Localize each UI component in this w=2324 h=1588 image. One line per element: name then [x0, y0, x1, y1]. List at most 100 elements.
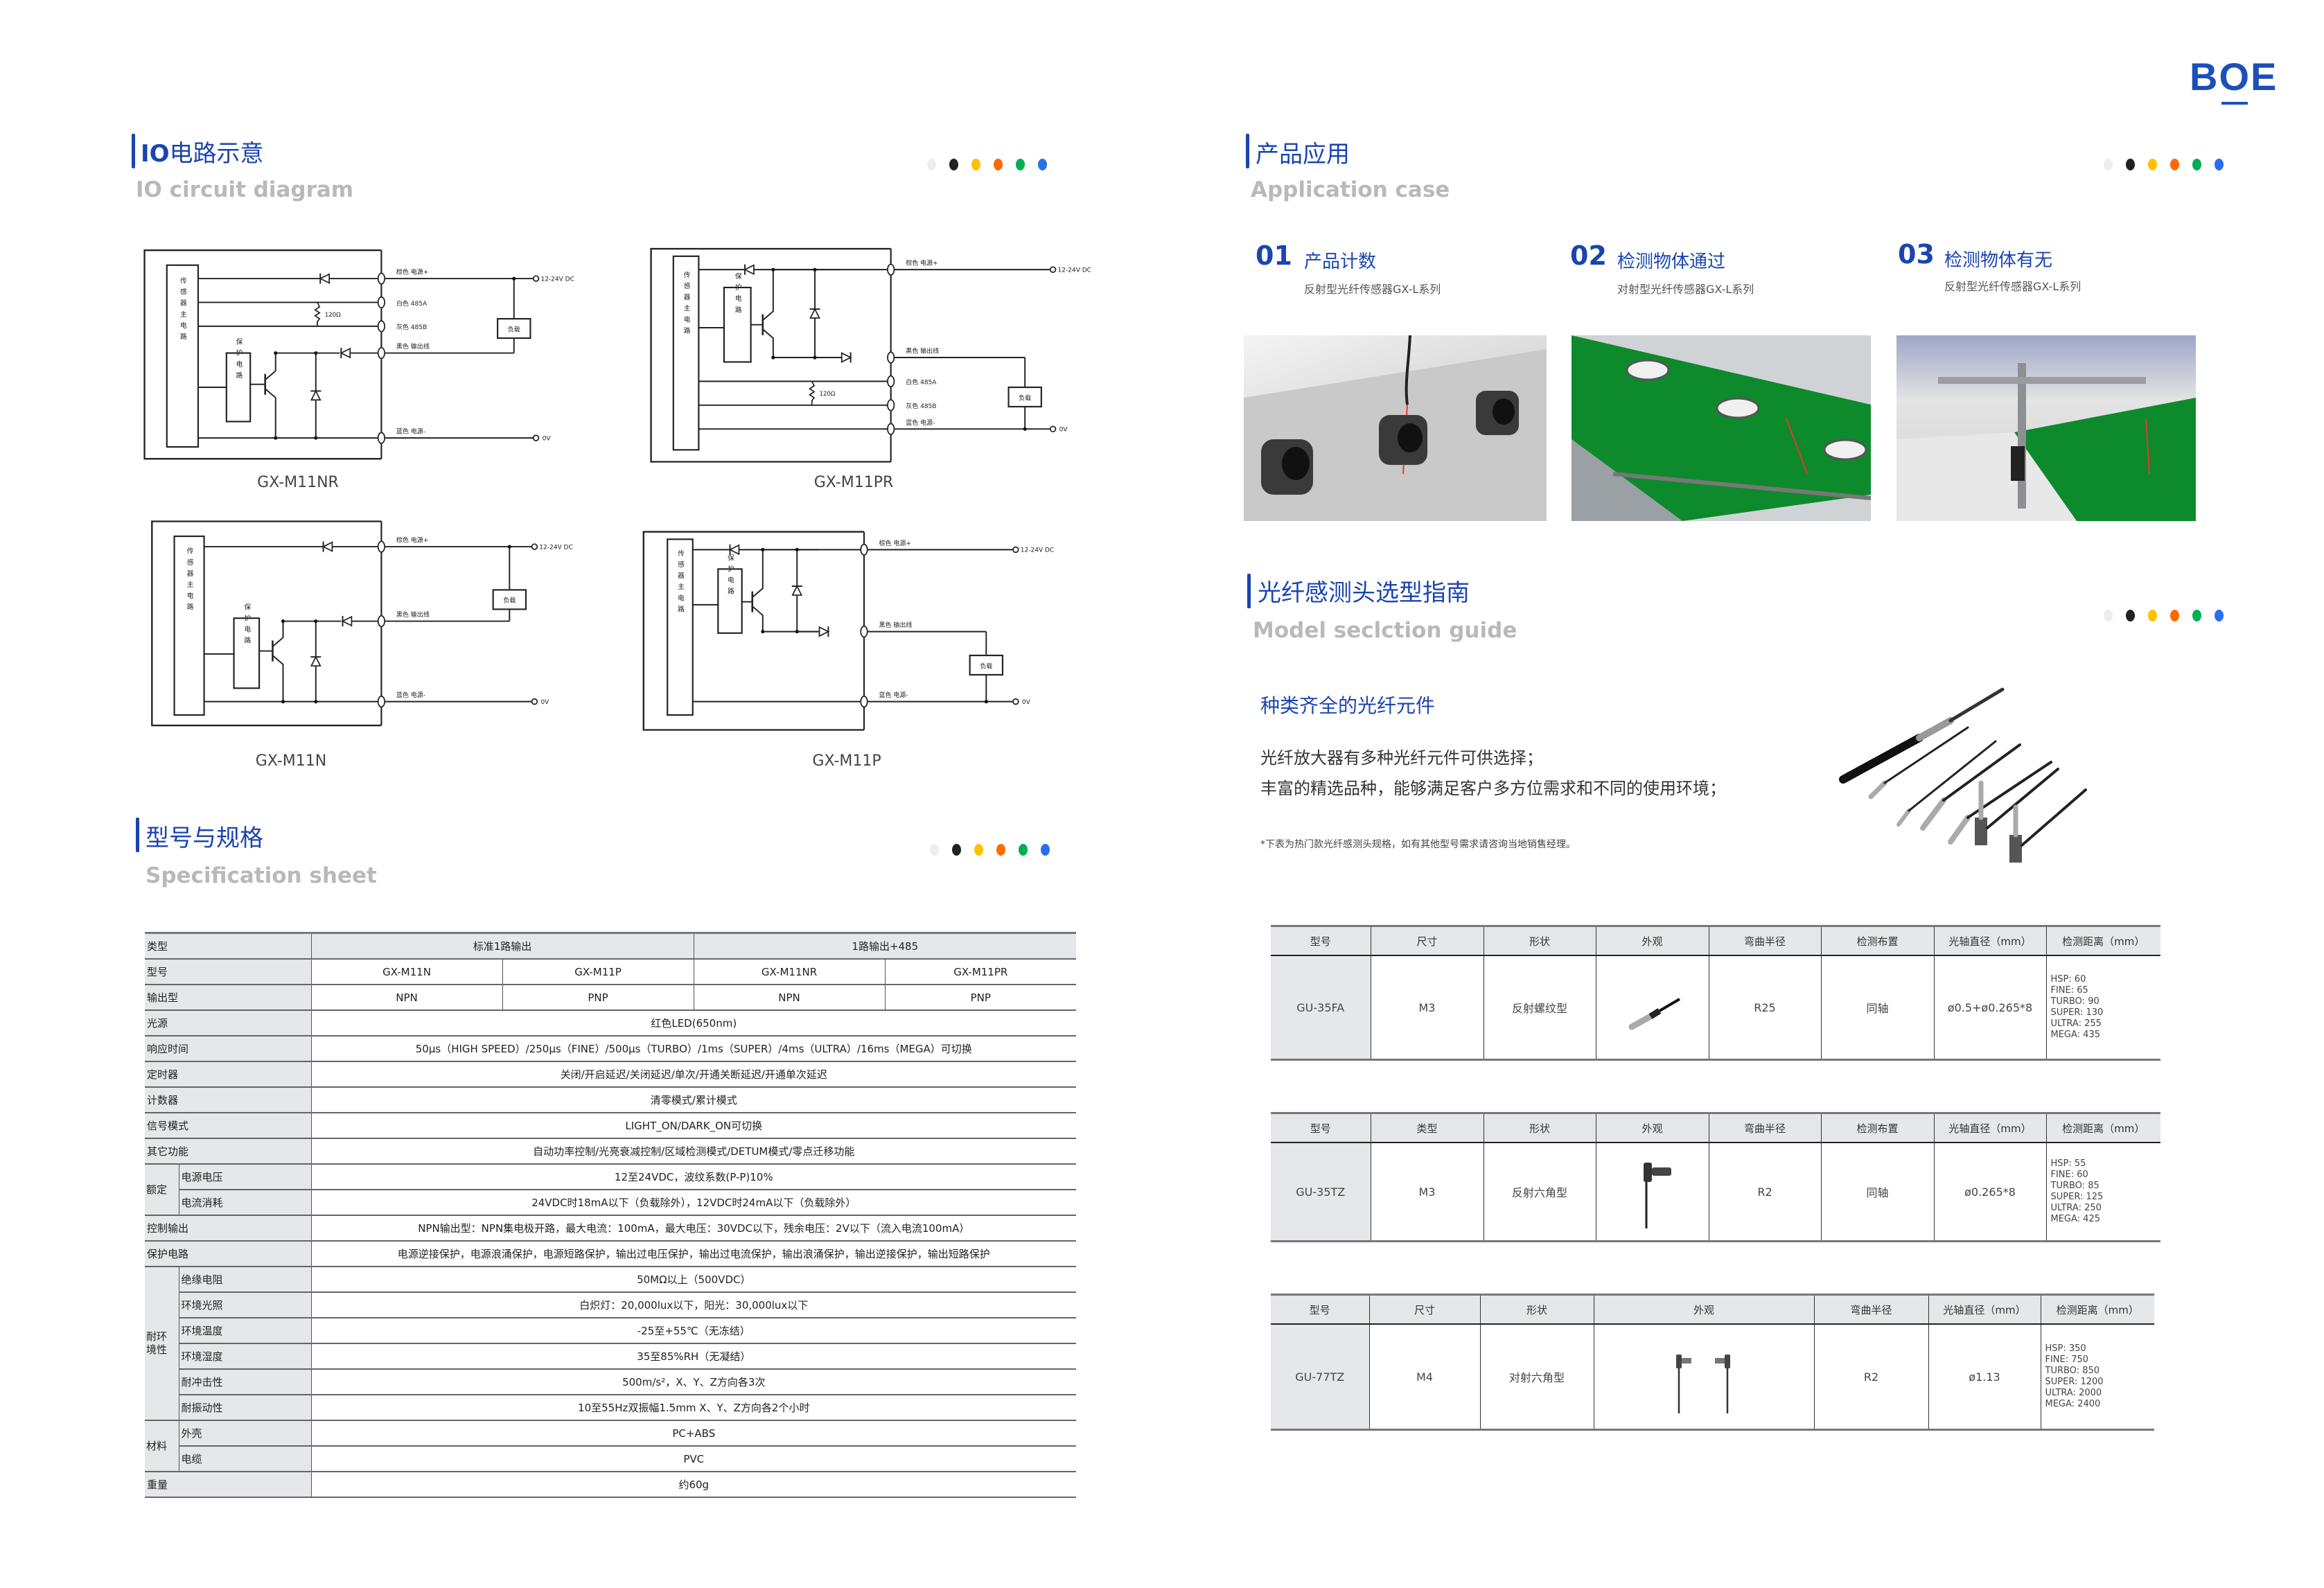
supply-terminal — [1012, 546, 1019, 554]
row-label: 耐振动性 — [178, 1395, 312, 1421]
junction-dot — [507, 545, 511, 549]
wire-label-black: 黑色 输出线 — [906, 347, 939, 355]
table-cell: R2 — [1813, 1324, 1928, 1431]
wire-label-black: 黑色 输出线 — [396, 342, 430, 351]
column-header: 检测布置 — [1820, 925, 1934, 956]
guide-paragraph-line: 丰富的精选品种，能够满足客户多方位需求和不同的使用环境； — [1260, 779, 1726, 798]
terminal — [377, 615, 385, 628]
presence-scene-image — [1896, 363, 2196, 521]
diagram-caption: GX-M11PR — [813, 474, 894, 491]
row-group-cell: 耐环境性 — [145, 1267, 179, 1421]
ground-voltage-label: 0V — [543, 435, 552, 442]
guide-section-title: 光纤感测头选型指南 — [1258, 579, 1470, 607]
app-section-subtitle: Application case — [1251, 177, 1450, 202]
wire-label-brown: 棕色 电源+ — [879, 539, 911, 547]
junction-dot — [274, 436, 278, 440]
guide-section-subtitle: Model seclction guide — [1253, 618, 1517, 643]
zener-diode-symbol — [310, 655, 322, 667]
diode-symbol — [322, 541, 333, 552]
row-value: GX-M11N — [310, 959, 503, 985]
color-dot — [971, 159, 980, 170]
row-label: 绝缘电阻 — [178, 1267, 312, 1293]
load-box — [492, 589, 527, 610]
guide-heading: 种类齐全的光纤元件 — [1260, 694, 1436, 717]
diode-symbol — [728, 544, 740, 556]
table-cell: 同轴 — [1820, 955, 1934, 1061]
color-dot — [927, 159, 936, 170]
table-row: 环境光照白炽灯：20,000lux以下，阳光：30,000lux以下 — [145, 1292, 1077, 1318]
transistor-lead — [272, 655, 284, 702]
color-dot — [996, 844, 1005, 856]
row-value: 清零模式/累计模式 — [310, 1087, 1077, 1113]
appearance-cell — [1593, 1324, 1814, 1431]
zener-diode-symbol — [809, 308, 820, 319]
ground-voltage-label: 0V — [540, 699, 549, 706]
column-header: 尺寸 — [1370, 925, 1484, 956]
row-label: 计数器 — [145, 1087, 312, 1113]
junction-dot — [314, 700, 318, 704]
terminal — [377, 296, 385, 309]
row-value: 1路输出+485 — [693, 932, 1077, 960]
row-value: 白炽灯：20,000lux以下，阳光：30,000lux以下 — [310, 1292, 1077, 1318]
table-cell: GU-77TZ — [1271, 1324, 1369, 1431]
distance-value: SUPER: 125 — [2050, 1192, 2104, 1202]
main-circuit-block — [667, 538, 694, 716]
column-header: 检测距离（mm） — [2045, 925, 2160, 956]
distance-value: FINE: 60 — [2050, 1170, 2088, 1180]
distance-value: TURBO: 85 — [2050, 1181, 2099, 1191]
junction-dot — [813, 267, 817, 272]
row-value: 50µs（HIGH SPEED）/250µs（FINE）/500µs（TURBO… — [310, 1036, 1077, 1062]
load-label: 负载 — [980, 662, 992, 670]
table-cell: M3 — [1370, 1143, 1484, 1242]
row-value: 标准1路输出 — [310, 932, 694, 960]
ground-voltage-label: 0V — [1022, 699, 1031, 706]
color-dot — [2192, 159, 2201, 170]
row-label: 控制输出 — [145, 1215, 312, 1242]
app-item-subtitle: 反射型光纤传感器GX-L系列 — [1304, 283, 1441, 296]
load-label: 负载 — [503, 597, 516, 605]
wire-label-blue: 蓝色 电源- — [879, 691, 908, 699]
column-header: 外观 — [1593, 1294, 1814, 1325]
transistor-lead — [762, 328, 840, 358]
distance-value: HSP: 60 — [2050, 974, 2086, 985]
wire-label-blue: 蓝色 电源- — [396, 691, 425, 699]
table-cell: M4 — [1368, 1324, 1480, 1431]
row-value: PVC — [310, 1446, 1077, 1472]
junction-dot — [274, 351, 278, 355]
row-value: 50MΩ以上（500VDC） — [310, 1267, 1077, 1293]
guide-footnote: *下表为热门款光纤感测头规格，如有其他型号需求请咨询当地销售经理。 — [1260, 839, 1576, 850]
column-header: 外观 — [1595, 1112, 1709, 1143]
transistor-lead — [265, 388, 276, 439]
table-cell: R2 — [1708, 1143, 1821, 1242]
table-header-row: 型号尺寸形状外观弯曲半径检测布置光轴直径（mm）检测距离（mm） — [1271, 925, 2160, 956]
resistor-label: 120Ω — [325, 312, 341, 319]
column-header: 尺寸 — [1368, 1294, 1480, 1325]
transistor-lead — [752, 606, 818, 633]
distance-value: TURBO: 90 — [2050, 996, 2099, 1007]
row-value: GX-M11PR — [884, 959, 1077, 985]
row-label: 电源电压 — [178, 1164, 312, 1190]
zener-diode-symbol — [791, 585, 803, 596]
distance-value: HSP: 55 — [2050, 1158, 2086, 1169]
table-cell: GU-35TZ — [1271, 1143, 1371, 1242]
supply-voltage-label: 12-24V DC — [1058, 267, 1091, 274]
color-dot — [952, 844, 961, 856]
io-title-bold: IO — [141, 140, 170, 168]
junction-dot — [314, 436, 318, 440]
table-cell: 反射螺纹型 — [1483, 955, 1596, 1061]
column-header: 光轴直径（mm） — [1933, 1112, 2046, 1143]
row-value: 10至55Hz双振幅1.5mm X、Y、Z方向各2个小时 — [310, 1395, 1077, 1421]
table-row: 计数器清零模式/累计模式 — [145, 1087, 1077, 1113]
row-label: 外壳 — [178, 1420, 312, 1447]
logo-letter: O — [2219, 55, 2251, 105]
row-value: PC+ABS — [310, 1420, 1077, 1447]
table-cell: M3 — [1370, 955, 1484, 1061]
ground-terminal — [531, 698, 538, 705]
ground-terminal — [532, 434, 540, 441]
row-group-cell: 材料 — [145, 1420, 179, 1472]
